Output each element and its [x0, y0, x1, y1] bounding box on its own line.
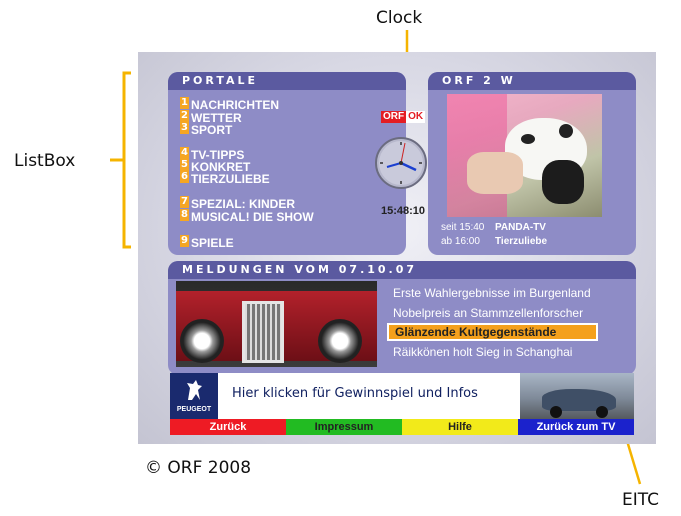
- analog-clock-icon: [375, 137, 427, 189]
- back-to-tv-button[interactable]: Zurück zum TV: [518, 419, 634, 435]
- menu-number: 9: [180, 235, 189, 247]
- menu-number: 3: [180, 122, 189, 134]
- epg-row: ab 16:00 Tierzuliebe: [441, 236, 547, 247]
- portale-panel: PORTALE: [168, 72, 406, 255]
- news-title: MELDUNGEN VOM 07.10.07: [168, 261, 636, 279]
- tv-preview-image[interactable]: [447, 94, 602, 217]
- menu-number: 7: [180, 196, 189, 208]
- clock-minute-hand: [386, 162, 402, 168]
- menu-label: WETTER: [191, 111, 242, 125]
- menu-number: 1: [180, 97, 189, 109]
- clock-second-hand: [400, 142, 406, 164]
- menu-label: SPEZIAL: KINDER: [191, 197, 296, 211]
- clock-hour-hand: [400, 161, 417, 172]
- eitc-annotation: EITC: [622, 490, 660, 510]
- menu-label: TIERZULIEBE: [191, 172, 270, 186]
- menu-number: 5: [180, 159, 189, 171]
- epg-time: ab 16:00: [441, 236, 480, 247]
- tv-channel-title: ORF 2 W: [428, 72, 636, 90]
- menu-label: MUSICAL! DIE SHOW: [191, 210, 314, 224]
- menu-label: SPIELE: [191, 236, 234, 250]
- menu-label: TV-TIPPS: [191, 148, 245, 162]
- orf-logo-text: ORF: [381, 111, 407, 123]
- epg-show: PANDA-TV: [495, 222, 546, 233]
- epg-row: seit 15:40 PANDA-TV: [441, 222, 546, 233]
- listbox-annotation: ListBox: [14, 151, 76, 171]
- news-image[interactable]: [176, 281, 377, 367]
- peugeot-logo: PEUGEOT: [170, 373, 218, 419]
- menu-number: 2: [180, 110, 189, 122]
- menu-label: SPORT: [191, 123, 233, 137]
- menu-number: 8: [180, 209, 189, 221]
- impressum-button[interactable]: Impressum: [286, 419, 402, 435]
- menu-number: 6: [180, 171, 189, 183]
- news-item[interactable]: Nobelpreis an Stammzellenforscher: [393, 306, 584, 320]
- news-item[interactable]: Räikkönen holt Sieg in Schanghai: [393, 345, 573, 359]
- digital-clock: 15:48:10: [381, 205, 426, 217]
- menu-label: NACHRICHTEN: [191, 98, 279, 112]
- ok-logo-text: OK: [406, 111, 426, 123]
- clock-annotation: Clock: [376, 8, 423, 28]
- listbox-bracket: [110, 71, 131, 249]
- news-item[interactable]: Erste Wahlergebnisse im Burgenland: [393, 286, 591, 300]
- news-panel: MELDUNGEN VOM 07.10.07: [168, 261, 636, 375]
- copyright: © ORF 2008: [145, 458, 252, 478]
- lion-icon: [187, 380, 202, 400]
- epg-show: Tierzuliebe: [495, 236, 548, 247]
- menu-label: KONKRET: [191, 160, 251, 174]
- banner-text: Hier klicken für Gewinnspiel und Infos: [232, 386, 478, 401]
- help-button[interactable]: Hilfe: [402, 419, 518, 435]
- ad-banner[interactable]: PEUGEOT Hier klicken für Gewinnspiel und…: [170, 373, 634, 419]
- menu-number: 4: [180, 147, 189, 159]
- epg-time: seit 15:40: [441, 222, 485, 233]
- back-button[interactable]: Zurück: [170, 419, 286, 435]
- peugeot-brand-text: PEUGEOT: [176, 406, 212, 413]
- banner-car-image: [520, 373, 634, 419]
- news-item-selected[interactable]: Glänzende Kultgegenstände: [387, 323, 598, 341]
- portale-title: PORTALE: [168, 72, 406, 90]
